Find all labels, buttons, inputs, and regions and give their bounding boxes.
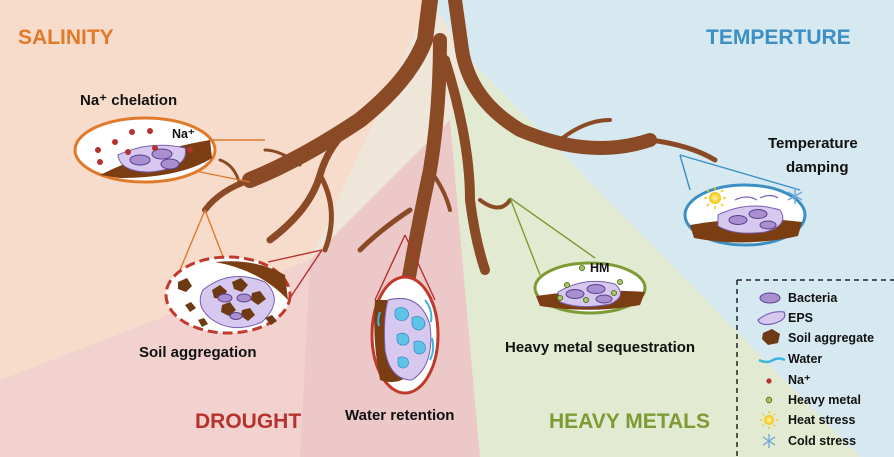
heavy-metal-icon	[766, 397, 772, 403]
legend-item-heat-stress: Heat stress	[788, 413, 855, 427]
na-ion-icon	[766, 378, 771, 383]
soil-aggregation-callout	[166, 257, 290, 333]
drought-title: DROUGHT	[195, 410, 301, 433]
temperature-damping-callout	[685, 185, 805, 245]
water-retention-label: Water retention	[345, 407, 454, 424]
legend-item-cold-stress: Cold stress	[788, 434, 856, 448]
legend-item-eps: EPS	[788, 311, 813, 325]
salinity-title: SALINITY	[18, 26, 114, 49]
temperature-damping-label-1: Temperature	[768, 135, 858, 152]
soil-aggregation-label: Soil aggregation	[139, 344, 257, 361]
heavy-metals-title: HEAVY METALS	[549, 410, 710, 433]
temperature-title: TEMPERTURE	[706, 26, 851, 49]
na-chelation-callout: Na⁺	[75, 118, 215, 182]
na-chelation-label: Na⁺ chelation	[80, 92, 177, 109]
temperature-damping-label-2: damping	[786, 159, 849, 176]
hm-label: HM	[590, 261, 609, 275]
legend-item-heavy-metal: Heavy metal	[788, 393, 861, 407]
legend-item-water: Water	[788, 352, 822, 366]
legend-item-bacteria: Bacteria	[788, 291, 838, 305]
legend-item-na: Na⁺	[788, 373, 811, 387]
heavy-metal-sequestration-label: Heavy metal sequestration	[505, 339, 695, 356]
water-retention-callout	[372, 277, 438, 393]
na-label: Na⁺	[172, 127, 195, 141]
bacteria-icon	[760, 293, 780, 303]
legend-item-soil-aggregate: Soil aggregate	[788, 331, 874, 345]
heavy-metal-callout: HM	[535, 261, 645, 313]
